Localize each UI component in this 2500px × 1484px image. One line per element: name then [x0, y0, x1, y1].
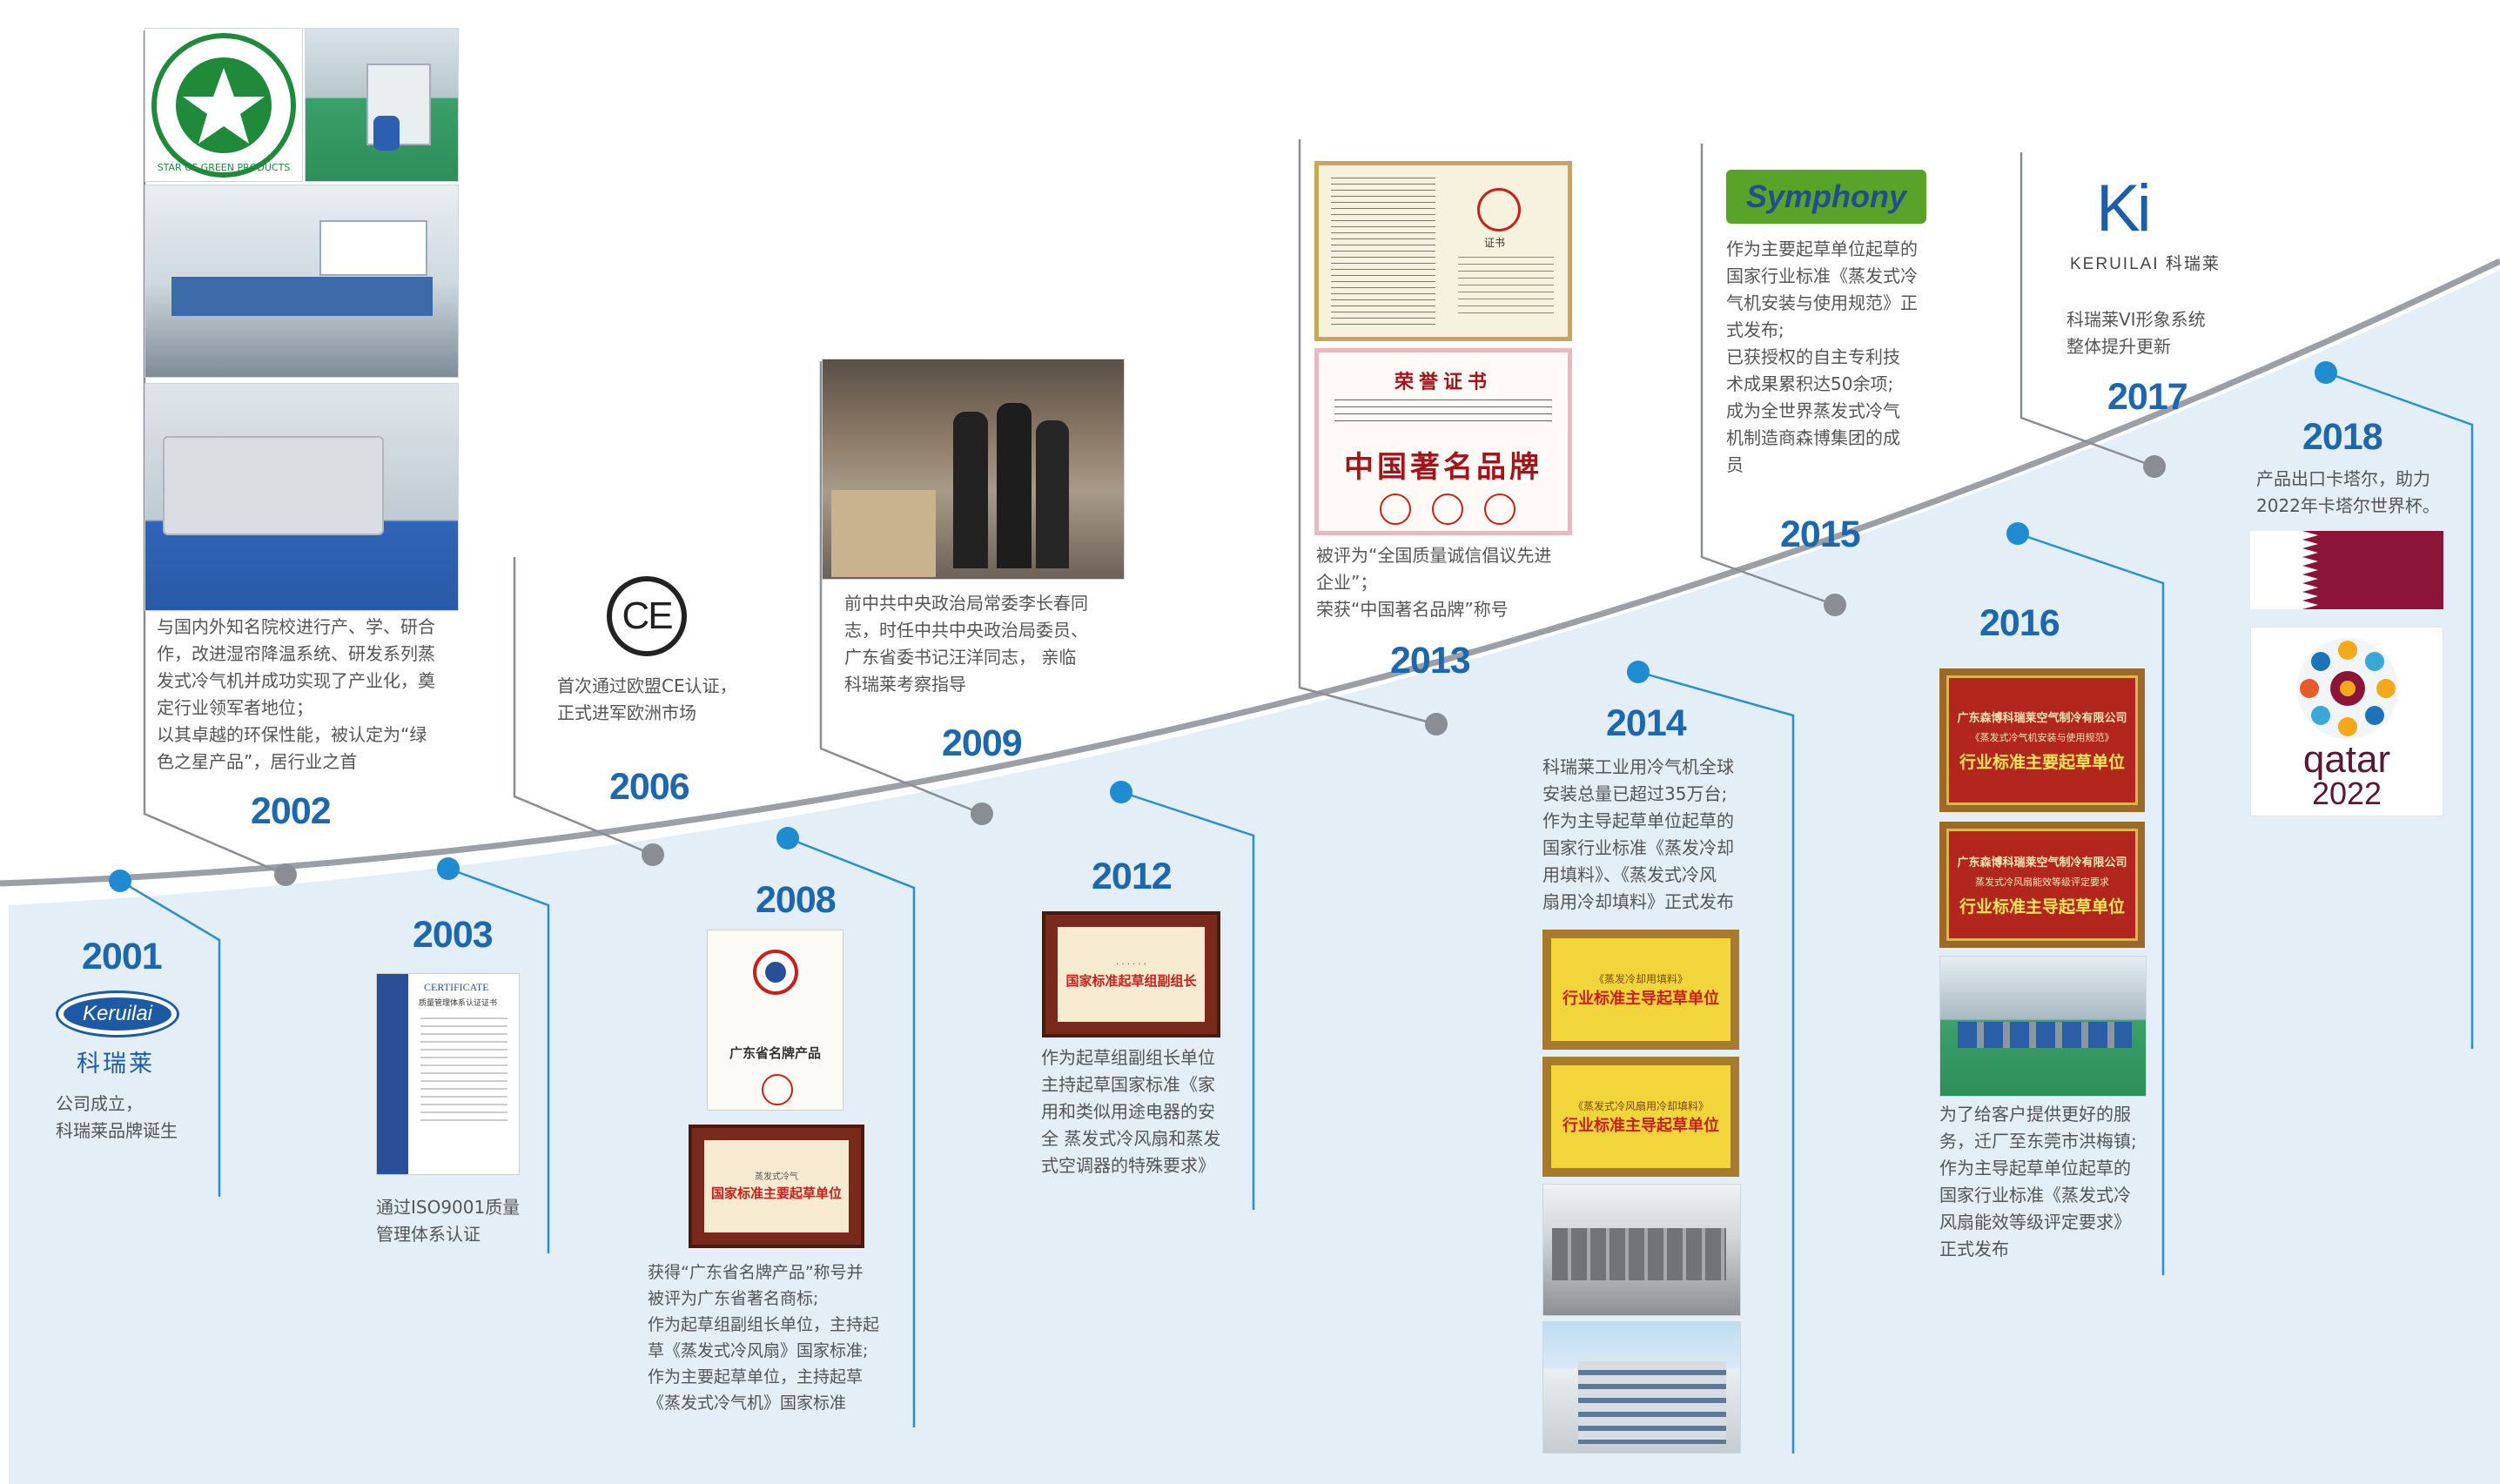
- honor-cert-heading: 荣誉证书: [1394, 372, 1492, 393]
- ki-logo: Ki: [2096, 171, 2152, 245]
- ki-logo-text: KERUILAI 科瑞莱: [2070, 255, 2221, 273]
- node-2014: [1627, 661, 1650, 683]
- timeline-curve: [0, 258, 2500, 887]
- brand-name-cn: 科瑞莱: [77, 1051, 155, 1078]
- node-2002: [274, 863, 297, 886]
- symphony-logo: Symphony: [1726, 170, 1926, 224]
- ce-mark-icon: CE: [607, 576, 687, 656]
- symphony-logo-text: Symphony: [1745, 178, 1907, 214]
- node-2015: [1824, 594, 1846, 616]
- node-2013: [1425, 713, 1448, 735]
- text-2003: 通过ISO9001质量管理体系认证: [376, 1197, 521, 1245]
- text-2014: 科瑞莱工业用冷气机全球安装总量已超过35万台;作为主导起草单位起草的国家行业标准…: [1542, 756, 1734, 912]
- plaque-2016-install-standard: 广东森博科瑞莱空气制冷有限公司 《蒸发式冷气机安装与使用规范》 行业标准主要起草…: [1939, 668, 2145, 812]
- text-2012: 作为起草组副组长单位主持起草国家标准《家用和类似用途电器的安全 蒸发式冷风扇和蒸…: [1041, 1047, 1221, 1176]
- svg-text:STAR OF GREEN PRODUCTS: STAR OF GREEN PRODUCTS: [158, 162, 291, 173]
- brand-seal-icon: [753, 950, 798, 995]
- famous-brand-certificate: 荣誉证书 中国著名品牌: [1314, 348, 1572, 535]
- cert-title: CERTIFICATE: [424, 981, 489, 993]
- text-2001: 公司成立，科瑞莱品牌诞生: [56, 1093, 178, 1141]
- keruilai-logo: Keruilai: [56, 990, 179, 1037]
- node-2016: [2006, 522, 2029, 545]
- guangdong-brand-certificate: 广东省名牌产品: [707, 930, 843, 1111]
- node-2008: [776, 827, 799, 849]
- year-2012: 2012: [1092, 856, 1173, 897]
- green-star-badge: STAR OF GREEN PRODUCTS: [144, 28, 303, 182]
- plaque-2014-cooling-pad: 《蒸发冷却用填料》 行业标准主导起草单位: [1542, 930, 1739, 1050]
- plaque-2012-vice-leader: · · · · · · 国家标准起草组副组长: [1042, 911, 1220, 1037]
- node-2006: [642, 843, 664, 866]
- node-2003: [437, 857, 460, 880]
- keruilai-logo-text: Keruilai: [82, 1002, 153, 1025]
- text-2013: 被评为“全国质量诚信倡议先进企业”；荣获“中国著名品牌”称号: [1316, 545, 1552, 620]
- year-2001: 2001: [82, 936, 163, 977]
- qatar-word: qatar: [2302, 738, 2391, 781]
- qatar-emblem-icon: [2297, 638, 2398, 739]
- factory-building-photo: [1542, 1321, 1741, 1454]
- year-2017: 2017: [2107, 376, 2188, 418]
- green-star-icon: STAR OF GREEN PRODUCTS: [151, 33, 296, 178]
- node-2009: [971, 802, 993, 825]
- node-2001: [109, 870, 131, 892]
- text-2015: 作为主要起草单位起草的国家行业标准《蒸发式冷气机安装与使用规范》正式发布;已获授…: [1726, 238, 1918, 475]
- year-2015: 2015: [1780, 514, 1861, 555]
- year-2018: 2018: [2302, 416, 2383, 458]
- text-2016: 为了给客户提供更好的服务，迁厂至东莞市洪梅镇;作为主导起草单位起草的国家行业标准…: [1939, 1104, 2137, 1259]
- year-2013: 2013: [1390, 640, 1471, 682]
- text-2008: 获得“广东省名牌产品”称号并被评为广东省著名商标;作为起草组副组长单位，主持起草…: [648, 1263, 880, 1413]
- qatar-2022-emblem: qatar 2022: [2250, 627, 2443, 816]
- year-2002: 2002: [251, 790, 332, 832]
- year-2006: 2006: [609, 766, 690, 808]
- plaque-2008-national-standard: 蒸发式冷气 国家标准主要起草单位: [689, 1125, 864, 1248]
- qatar-year: 2022: [2311, 776, 2382, 811]
- text-2006: 首次通过欧盟CE认证，正式进军欧洲市场: [557, 675, 737, 723]
- year-2014: 2014: [1606, 702, 1687, 744]
- leader-lines: [119, 371, 2474, 1454]
- year-2016: 2016: [1979, 602, 2060, 644]
- text-2017: 科瑞莱VI形象系统整体提升更新: [2067, 309, 2206, 357]
- cert-label: 证书: [1484, 237, 1506, 249]
- text-2009: 前中共中央政治局常委李长春同志，时任中共中央政治局委员、广东省委书记汪洋同志， …: [844, 593, 1088, 695]
- cert-subtitle: 质量管理体系认证证书: [419, 999, 498, 1008]
- lab-photo-workstations: [144, 185, 459, 378]
- plaque-2016-efficiency-standard: 广东森博科瑞莱空气制冷有限公司 蒸发式冷风扇能效等级评定要求 行业标准主导起草单…: [1939, 822, 2145, 948]
- inspection-visit-photo: [822, 359, 1125, 580]
- lab-photo-test-duct: [144, 383, 459, 611]
- node-2012: [1110, 781, 1132, 803]
- qatar-flag-icon: [2250, 531, 2443, 609]
- node-2018: [2315, 361, 2337, 384]
- iso9001-certificate: CERTIFICATE 质量管理体系认证证书: [376, 973, 520, 1175]
- honor-cert-main: 中国著名品牌: [1344, 450, 1542, 485]
- timeline-nodes: [109, 361, 2337, 892]
- year-2003: 2003: [413, 914, 494, 956]
- year-2008: 2008: [756, 879, 837, 921]
- year-2009: 2009: [942, 722, 1023, 764]
- node-2017: [2143, 455, 2166, 478]
- rooftop-installation-photo: [1542, 1184, 1741, 1316]
- lab-photo-operator: [305, 28, 459, 182]
- plaque-2014-fan-pad: 《蒸发式冷风扇用冷却填料》 行业标准主导起草单位: [1542, 1057, 1739, 1177]
- text-2002: 与国内外知名院校进行产、学、研合作，改进湿帘降温系统、研发系列蒸发式冷气机并成功…: [157, 616, 435, 772]
- new-factory-interior-photo: [1939, 956, 2147, 1097]
- brand-cert-text: 广东省名牌产品: [729, 1045, 821, 1061]
- quality-integrity-certificate: 证书: [1314, 161, 1572, 341]
